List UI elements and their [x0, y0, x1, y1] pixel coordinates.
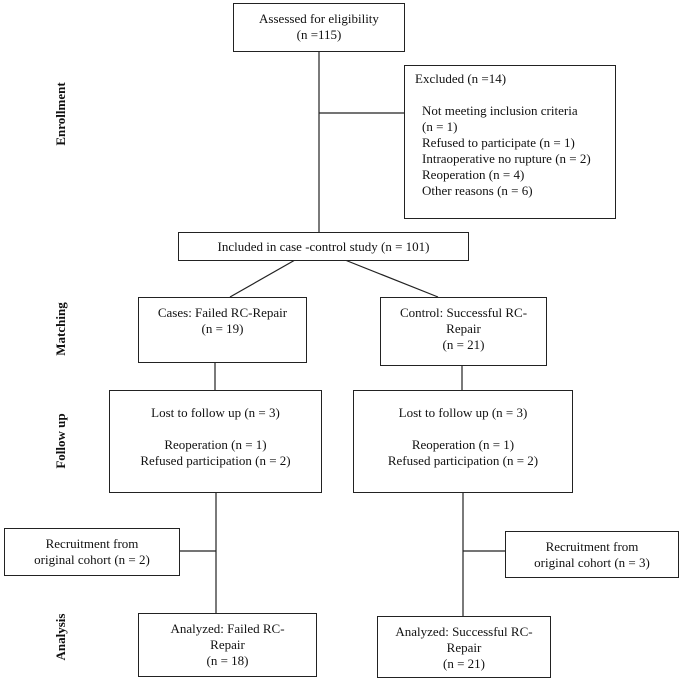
cases-title: Cases: Failed RC-Repair: [157, 305, 288, 320]
followup-control-refused: Refused participation (n = 2): [387, 453, 539, 468]
recruit-control-count: original cohort (n = 3): [534, 555, 650, 570]
cases-box: Cases: Failed RC-Repair (n = 19): [138, 297, 307, 363]
recruit-cases-title: Recruitment from: [45, 536, 139, 551]
phase-label-analysis: Analysis: [53, 613, 68, 661]
assessed-count: (n =115): [296, 27, 342, 42]
excluded-reason: Intraoperative no rupture (n = 2): [422, 151, 591, 166]
analyzed-cases-title: Analyzed: Failed RC-: [170, 621, 285, 636]
connector-included-control: [344, 259, 439, 298]
analyzed-cases-title-cont: Repair: [210, 637, 245, 652]
excluded-reason: Not meeting inclusion criteria: [422, 103, 578, 118]
control-title-cont: Repair: [446, 321, 481, 336]
phase-label-enrollment: Enrollment: [53, 82, 68, 146]
analyzed-control-count: (n = 21): [443, 656, 485, 671]
excluded-reason: Other reasons (n = 6): [422, 183, 533, 198]
control-title: Control: Successful RC-: [399, 305, 528, 320]
analyzed-control-title-cont: Repair: [446, 640, 482, 655]
recruit-control-box: Recruitment from original cohort (n = 3): [505, 531, 679, 578]
excluded-reason: (n = 1): [422, 119, 458, 134]
followup-control-box: Lost to follow up (n = 3) Reoperation (n…: [353, 390, 573, 493]
phase-label-follow-up: Follow up: [53, 413, 68, 469]
excluded-reason: Refused to participate (n = 1): [422, 135, 575, 150]
excluded-box: Excluded (n =14) Not meeting inclusion c…: [404, 65, 616, 219]
excluded-reasons: Not meeting inclusion criteria (n = 1) R…: [415, 103, 615, 199]
followup-cases-box: Lost to follow up (n = 3) Reoperation (n…: [109, 390, 322, 493]
followup-cases-reoperation: Reoperation (n = 1): [164, 437, 267, 452]
recruit-control-title: Recruitment from: [545, 539, 639, 554]
followup-control-lost: Lost to follow up (n = 3): [398, 405, 528, 420]
excluded-title: Excluded (n =14): [415, 71, 507, 86]
cases-count: (n = 19): [201, 321, 244, 336]
phase-label-matching: Matching: [53, 302, 68, 356]
included-text: Included in case -control study (n = 101…: [217, 239, 430, 254]
followup-cases-lost: Lost to follow up (n = 3): [151, 405, 280, 420]
followup-cases-refused: Refused participation (n = 2): [140, 453, 291, 468]
assessed-title: Assessed for eligibility: [259, 11, 379, 26]
followup-control-reoperation: Reoperation (n = 1): [411, 437, 515, 452]
analyzed-cases-count: (n = 18): [206, 653, 249, 668]
recruit-cases-count: original cohort (n = 2): [34, 552, 150, 567]
control-count: (n = 21): [442, 337, 485, 352]
analyzed-control-box: Analyzed: Successful RC- Repair (n = 21): [377, 616, 551, 678]
assessed-box: Assessed for eligibility (n =115): [233, 3, 405, 52]
analyzed-control-title: Analyzed: Successful RC-: [395, 624, 533, 639]
excluded-reason: Reoperation (n = 4): [422, 167, 525, 182]
included-box: Included in case -control study (n = 101…: [178, 232, 469, 261]
analyzed-cases-box: Analyzed: Failed RC- Repair (n = 18): [138, 613, 317, 677]
control-box: Control: Successful RC- Repair (n = 21): [380, 297, 547, 366]
recruit-cases-box: Recruitment from original cohort (n = 2): [4, 528, 180, 576]
connector-included-cases: [229, 259, 296, 298]
